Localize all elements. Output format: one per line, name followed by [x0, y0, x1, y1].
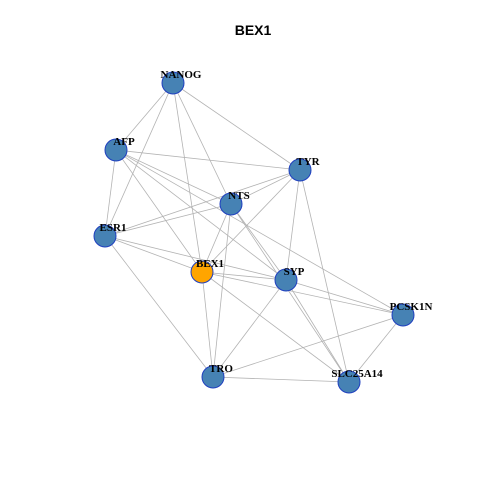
edge-tyr-bex1 — [201, 169, 301, 273]
node-label-syp: SYP — [284, 266, 305, 278]
node-label-nts: NTS — [228, 190, 249, 202]
edge-tyr-syp — [285, 169, 301, 281]
node-tro[interactable] — [201, 365, 225, 389]
node-label-afp: AFP — [113, 136, 135, 148]
edge-afp-bex1 — [115, 149, 203, 273]
node-label-bex1: BEX1 — [196, 258, 224, 270]
edge-afp-tyr — [115, 149, 301, 171]
edge-nanog-tyr — [172, 82, 301, 171]
edge-afp-nts — [115, 149, 232, 205]
node-layer — [93, 71, 415, 394]
edge-pcsk1n-slc25a14 — [348, 314, 404, 383]
node-label-pcsk1n: PCSK1N — [390, 301, 433, 313]
node-label-tyr: TYR — [296, 156, 320, 168]
edge-tyr-nts — [230, 169, 301, 205]
edge-syp-slc25a14 — [285, 279, 350, 383]
node-nanog[interactable] — [161, 71, 185, 95]
node-esr1[interactable] — [93, 224, 117, 248]
node-label-esr1: ESR1 — [100, 222, 127, 234]
edge-nanog-esr1 — [104, 82, 174, 237]
node-nts[interactable] — [219, 192, 243, 216]
edge-bex1-syp — [201, 271, 287, 281]
edge-syp-tro — [212, 279, 287, 378]
edge-bex1-pcsk1n — [201, 271, 404, 316]
edge-layer — [104, 82, 404, 383]
edge-tro-slc25a14 — [212, 376, 350, 383]
node-label-nanog: NANOG — [161, 69, 202, 81]
edge-nanog-bex1 — [172, 82, 203, 273]
node-syp[interactable] — [274, 268, 298, 292]
edge-esr1-tro — [104, 235, 214, 378]
node-afp[interactable] — [104, 138, 128, 162]
edge-esr1-bex1 — [104, 235, 203, 273]
node-label-slc25a14: SLC25A14 — [331, 368, 383, 380]
graph-title: BEX1 — [235, 22, 272, 38]
edge-nts-syp — [230, 203, 287, 281]
node-pcsk1n[interactable] — [391, 303, 415, 327]
edge-bex1-slc25a14 — [201, 271, 350, 383]
node-bex1[interactable] — [190, 260, 214, 284]
edge-afp-esr1 — [104, 149, 117, 237]
edge-afp-pcsk1n — [115, 149, 404, 316]
node-label-tro: TRO — [209, 363, 233, 375]
edge-esr1-syp — [104, 235, 287, 281]
edge-nts-tro — [212, 203, 232, 378]
edge-bex1-tro — [201, 271, 214, 378]
edge-nts-esr1 — [104, 203, 232, 237]
edge-tyr-esr1 — [104, 169, 301, 237]
edge-nanog-afp — [115, 82, 174, 151]
edge-nts-slc25a14 — [230, 203, 350, 383]
edge-nanog-nts — [172, 82, 232, 205]
edge-syp-pcsk1n — [285, 279, 404, 316]
edge-pcsk1n-tro — [212, 314, 404, 378]
edge-tyr-slc25a14 — [299, 169, 350, 383]
node-slc25a14[interactable] — [337, 370, 361, 394]
edge-afp-syp — [115, 149, 287, 281]
node-tyr[interactable] — [288, 158, 312, 182]
